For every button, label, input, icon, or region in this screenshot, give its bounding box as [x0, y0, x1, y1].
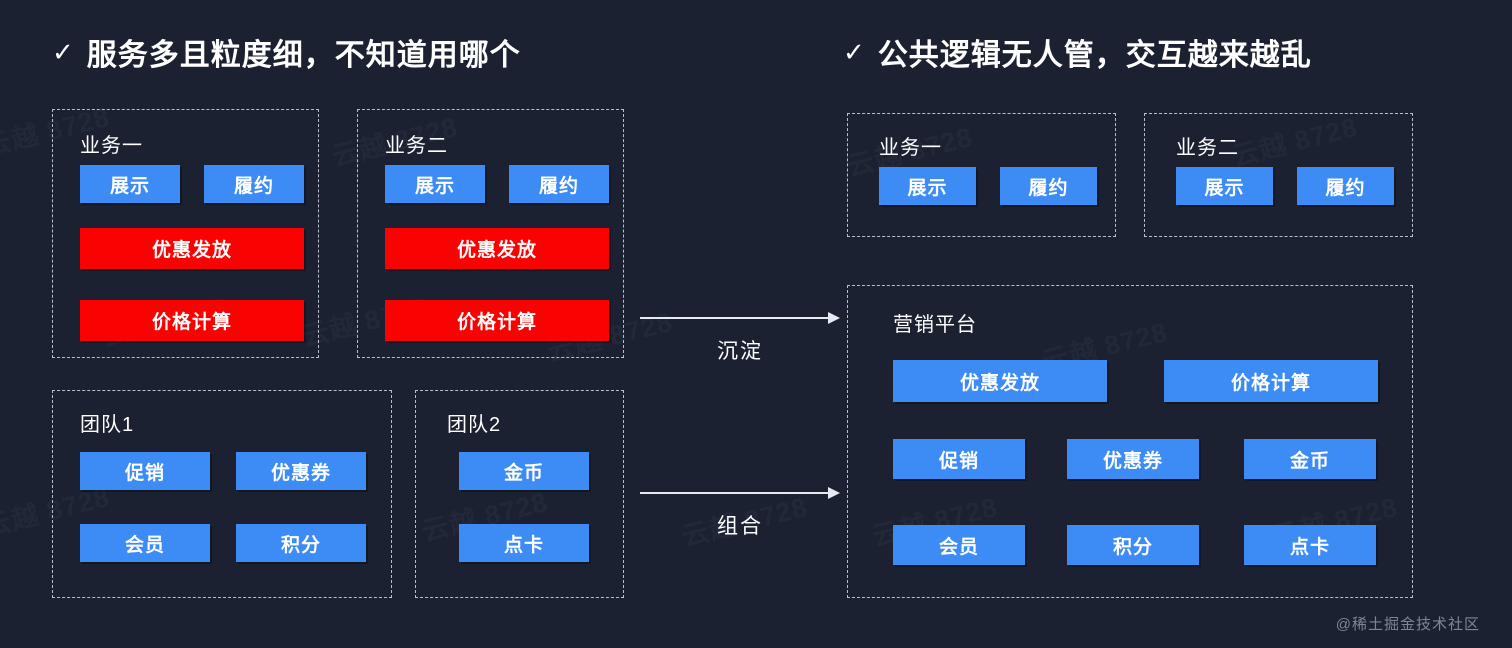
chip-coupon[interactable]: 优惠券 [1067, 439, 1199, 479]
chip-membership[interactable]: 会员 [893, 525, 1025, 565]
chip-gold-coin[interactable]: 金币 [1244, 439, 1376, 479]
chip-fulfillment[interactable]: 履约 [1000, 167, 1097, 205]
arrow-line [640, 317, 830, 319]
chip-fulfillment[interactable]: 履约 [1297, 167, 1394, 205]
chip-display[interactable]: 展示 [879, 167, 976, 205]
heading-right-text: 公共逻辑无人管，交互越来越乱 [877, 39, 1312, 72]
platform-title: 营销平台 [893, 314, 977, 336]
check-icon: ✓ [843, 37, 866, 67]
arrow-label: 沉淀 [717, 340, 763, 363]
marketing-platform-card: 营销平台 优惠发放 价格计算 促销 优惠券 金币 会员 积分 点卡 [847, 285, 1413, 598]
chip-price-calc[interactable]: 价格计算 [80, 300, 304, 341]
card-title: 业务二 [1176, 137, 1239, 159]
chip-display[interactable]: 展示 [385, 165, 485, 203]
card-title: 业务一 [80, 135, 143, 157]
chip-point-card[interactable]: 点卡 [459, 524, 589, 562]
arrow-line [640, 492, 830, 494]
chip-fulfillment[interactable]: 履约 [509, 165, 609, 203]
chip-membership[interactable]: 会员 [80, 524, 210, 562]
card-title: 团队1 [80, 414, 135, 436]
arrow-label: 组合 [717, 515, 763, 538]
right-business-card-1: 业务一 展示 履约 [847, 113, 1116, 237]
team-card-2: 团队2 金币 点卡 [415, 390, 624, 598]
chip-points[interactable]: 积分 [236, 524, 366, 562]
card-title: 业务二 [385, 135, 448, 157]
heading-right: ✓ 公共逻辑无人管，交互越来越乱 [843, 30, 1312, 74]
card-title: 业务一 [879, 137, 942, 159]
business-card-2: 业务二 展示 履约 优惠发放 价格计算 [357, 109, 624, 358]
arrow-head-icon [828, 312, 840, 324]
right-business-card-2: 业务二 展示 履约 [1144, 113, 1413, 237]
heading-left: ✓ 服务多且粒度细，不知道用哪个 [52, 30, 521, 74]
heading-left-text: 服务多且粒度细，不知道用哪个 [86, 39, 521, 72]
footer-watermark: @稀土掘金技术社区 [1335, 616, 1480, 633]
chip-display[interactable]: 展示 [80, 165, 180, 203]
card-title: 团队2 [447, 414, 502, 436]
chip-price-calc[interactable]: 价格计算 [1164, 360, 1378, 402]
chip-coupon-issue[interactable]: 优惠发放 [385, 228, 609, 269]
chip-coupon-issue[interactable]: 优惠发放 [80, 228, 304, 269]
team-card-1: 团队1 促销 优惠券 会员 积分 [52, 390, 392, 598]
arrow-head-icon [828, 487, 840, 499]
chip-coupon[interactable]: 优惠券 [236, 452, 366, 490]
chip-price-calc[interactable]: 价格计算 [385, 300, 609, 341]
arrow-compose: 组合 [640, 487, 840, 538]
check-icon: ✓ [52, 37, 75, 67]
chip-display[interactable]: 展示 [1176, 167, 1273, 205]
chip-fulfillment[interactable]: 履约 [204, 165, 304, 203]
arrow-precipitate: 沉淀 [640, 312, 840, 363]
chip-coupon-issue[interactable]: 优惠发放 [893, 360, 1107, 402]
chip-promotion[interactable]: 促销 [893, 439, 1025, 479]
chip-point-card[interactable]: 点卡 [1244, 525, 1376, 565]
chip-points[interactable]: 积分 [1067, 525, 1199, 565]
business-card-1: 业务一 展示 履约 优惠发放 价格计算 [52, 109, 319, 358]
chip-gold-coin[interactable]: 金币 [459, 452, 589, 490]
chip-promotion[interactable]: 促销 [80, 452, 210, 490]
